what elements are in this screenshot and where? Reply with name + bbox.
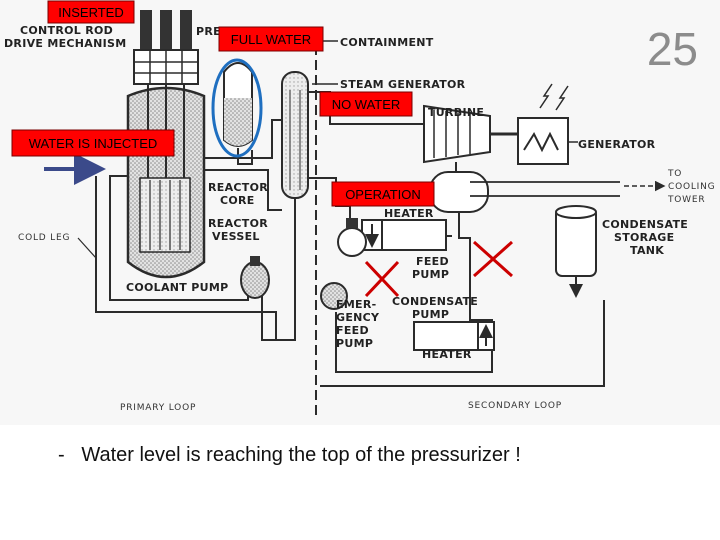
label-reactor-core-2: CORE [220,194,255,207]
label-cooling: COOLING [668,182,715,192]
label-feed-pump-2: PUMP [412,268,449,281]
label-emergency-3: FEED [336,324,369,337]
label-drive-mechanism: DRIVE MECHANISM [4,37,126,50]
label-emergency-4: PUMP [336,337,373,350]
caption-note: - Water level is reaching the top of the… [58,444,521,467]
label-condensate-pump-2: PUMP [412,308,449,321]
label-steam-generator: STEAM GENERATOR [340,78,466,91]
label-turbine: TURBINE [428,106,484,119]
label-emergency-2: GENCY [336,311,380,324]
label-condensate-pump-1: CONDENSATE [392,295,478,308]
label-cold-leg: COLD LEG [18,233,70,243]
callout-inserted-text: INSERTED [58,5,124,20]
label-containment: CONTAINMENT [340,36,434,49]
reactor-vessel [128,84,204,277]
label-reactor-vessel-2: VESSEL [212,230,260,243]
callout-water-injected: WATER IS INJECTED [12,130,174,156]
callout-no-water-text: NO WATER [332,97,401,112]
slide-number: 25 [647,22,698,76]
control-rod-drive [134,10,198,84]
callout-operation-text: OPERATION [345,187,421,202]
heater-bottom [414,322,494,350]
label-feed-pump-1: FEED [416,255,449,268]
label-to: TO [667,169,682,179]
label-primary-loop: PRIMARY LOOP [120,403,196,413]
label-reactor-core-1: REACTOR [208,181,268,194]
callout-full-water-text: FULL WATER [231,32,311,47]
diagram-background [0,0,720,425]
callout-no-water: NO WATER [320,92,412,116]
label-condensate-storage-2: STORAGE [614,231,674,244]
steam-generator [282,72,308,198]
label-reactor-vessel-1: REACTOR [208,217,268,230]
label-coolant-pump: COOLANT PUMP [126,281,228,294]
label-heater-bottom: HEATER [422,348,472,361]
label-heater-top: HEATER [384,207,434,220]
label-emergency-1: EMER- [336,298,377,311]
callout-full-water: FULL WATER [219,27,323,51]
heater-top [362,220,446,250]
label-pressurizer-partial: PRE [196,25,221,38]
label-condensate-storage-3: TANK [630,244,664,257]
callout-water-injected-text: WATER IS INJECTED [29,136,158,151]
callout-inserted: INSERTED [48,1,134,23]
reactor-core [140,178,190,252]
label-generator: GENERATOR [578,138,656,151]
callout-operation: OPERATION [332,182,434,206]
label-condensate-storage-1: CONDENSATE [602,218,688,231]
label-tower: TOWER [667,195,705,205]
label-control-rod: CONTROL ROD [20,24,113,37]
label-secondary-loop: SECONDARY LOOP [468,401,562,411]
